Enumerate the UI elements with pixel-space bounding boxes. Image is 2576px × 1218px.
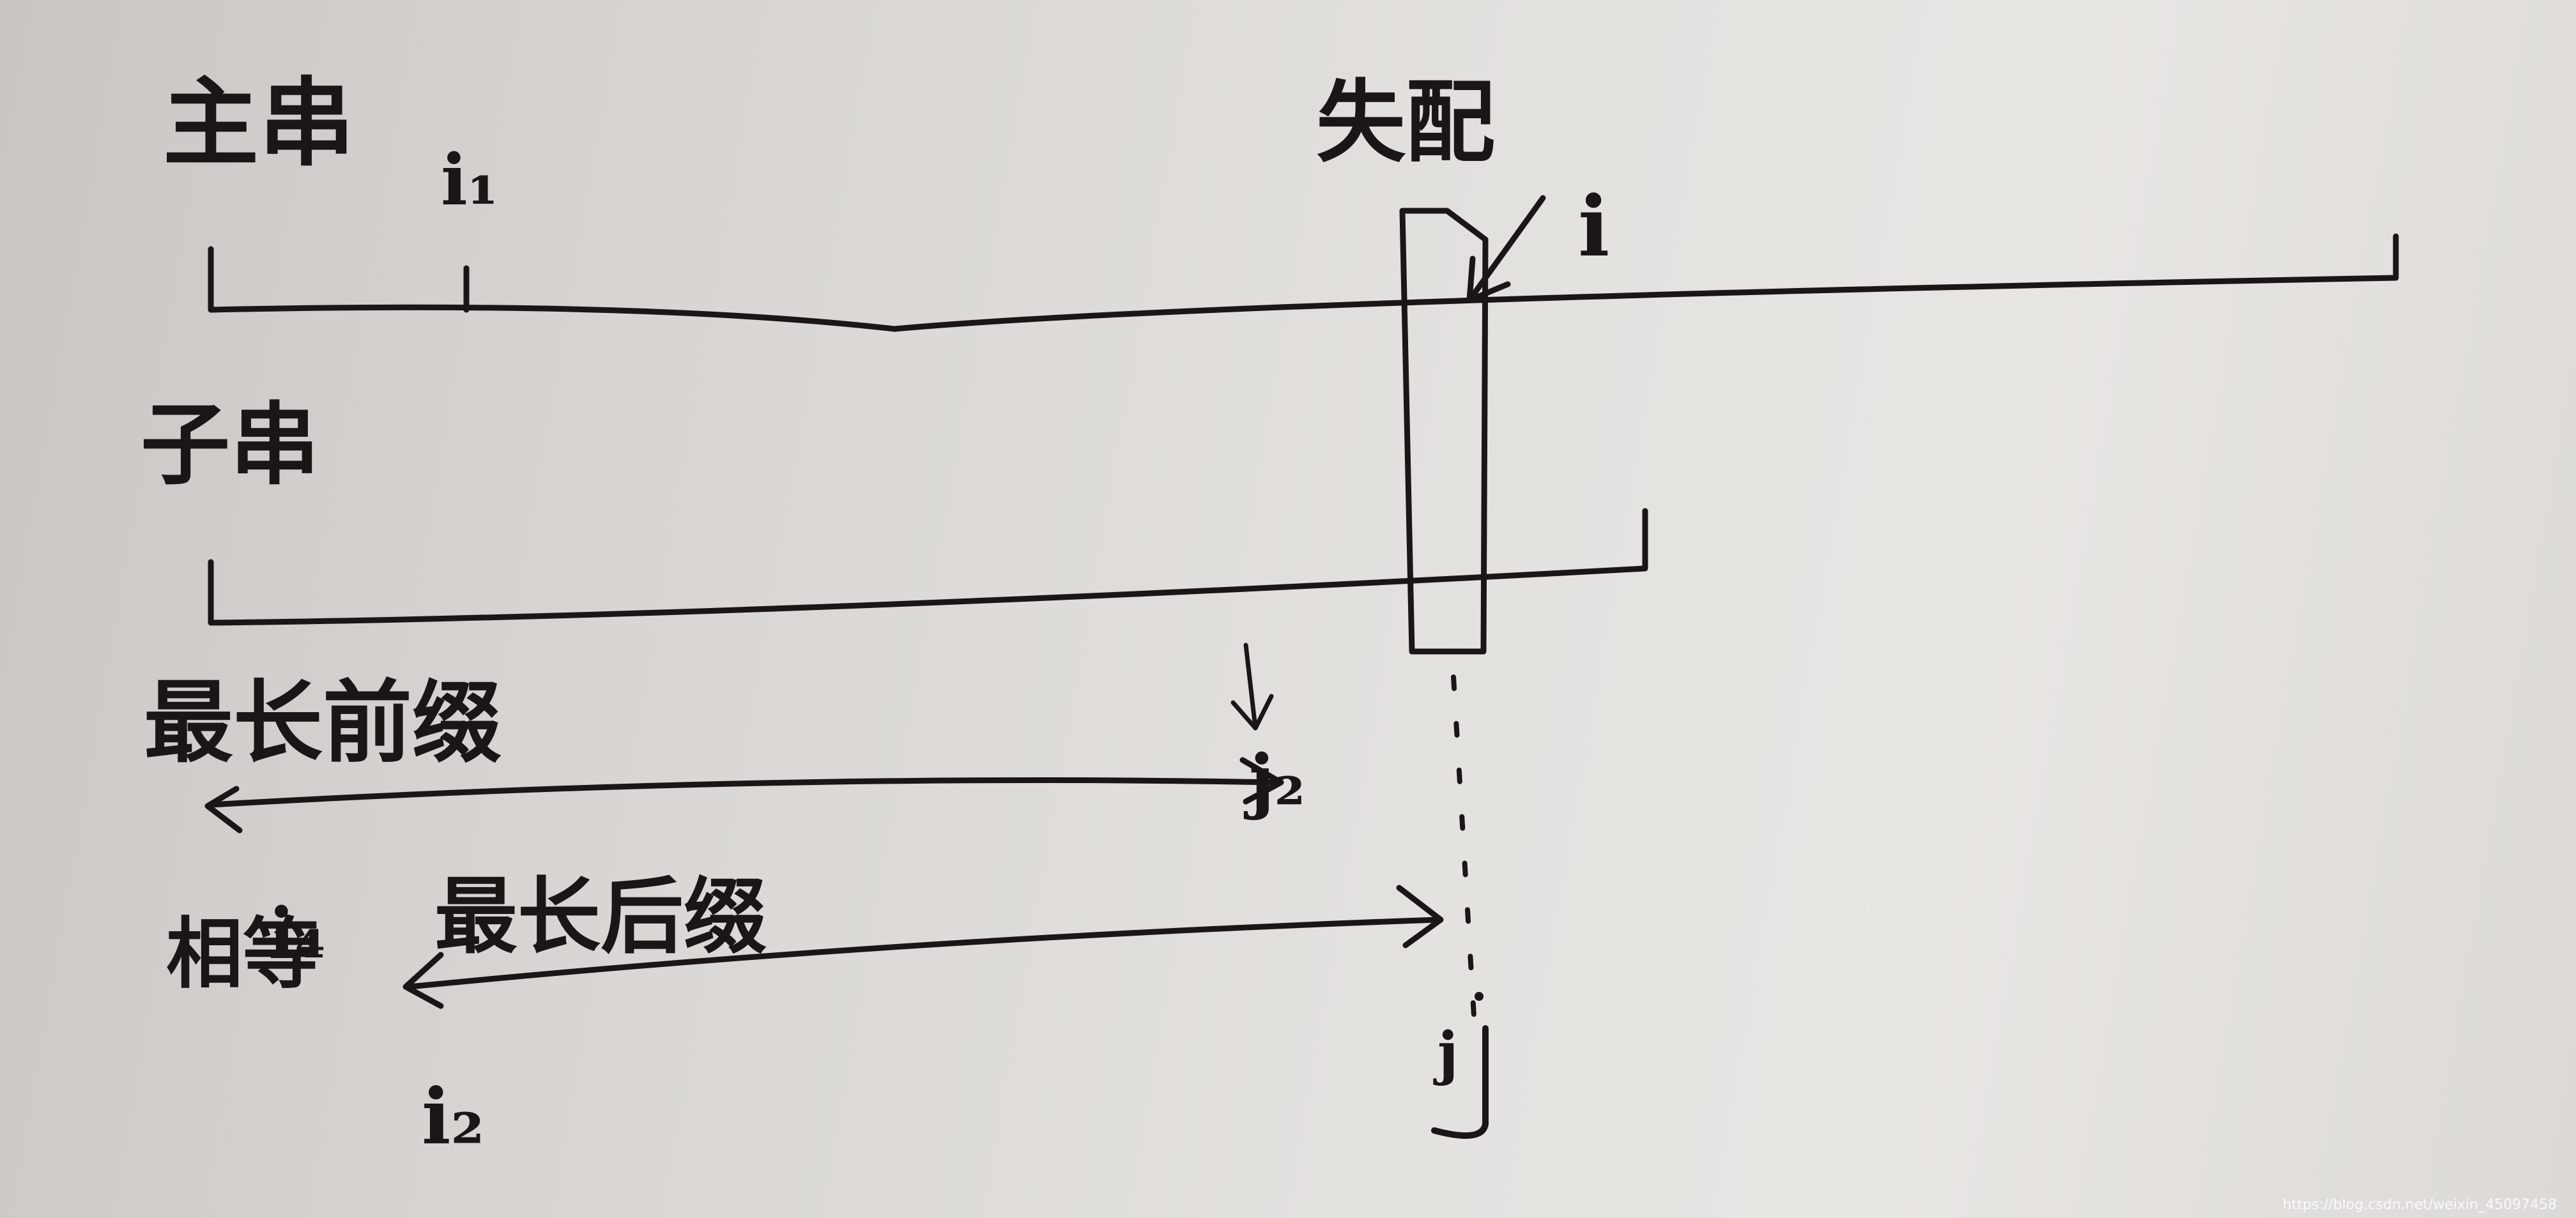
longest-suffix-label: 最长后缀	[434, 867, 767, 965]
mismatch-pointer-arrow	[1466, 195, 1546, 303]
j2-label: j₂	[1243, 739, 1305, 821]
watermark-text: https://blog.csdn.net/weixin_45097458	[2282, 1197, 2557, 1213]
j-label: j	[1433, 1019, 1459, 1087]
suffix-arrow	[402, 885, 1444, 1009]
j2-down-arrow	[1230, 643, 1274, 731]
i1-label: i₁	[441, 139, 498, 221]
i2-label: i₂	[422, 1072, 484, 1162]
prefix-arrow	[204, 757, 1284, 834]
j-hook	[1431, 1025, 1489, 1139]
i-label: i	[1578, 178, 1609, 275]
mismatch-box	[1399, 208, 1489, 655]
longest-prefix-label: 最长前缀	[144, 671, 502, 775]
sub-string-line	[208, 508, 1648, 626]
equal-label: 相等	[166, 909, 319, 999]
dotted-alignment-line	[1451, 674, 1478, 1050]
main-string-line	[208, 233, 2399, 332]
mismatch-label: 失配	[1316, 70, 1495, 175]
j-hook-dot	[1475, 992, 1483, 1001]
sub-string-label: 子串	[141, 393, 319, 498]
main-string-label: 主串	[163, 67, 355, 179]
i4-label: i₄	[268, 892, 326, 975]
